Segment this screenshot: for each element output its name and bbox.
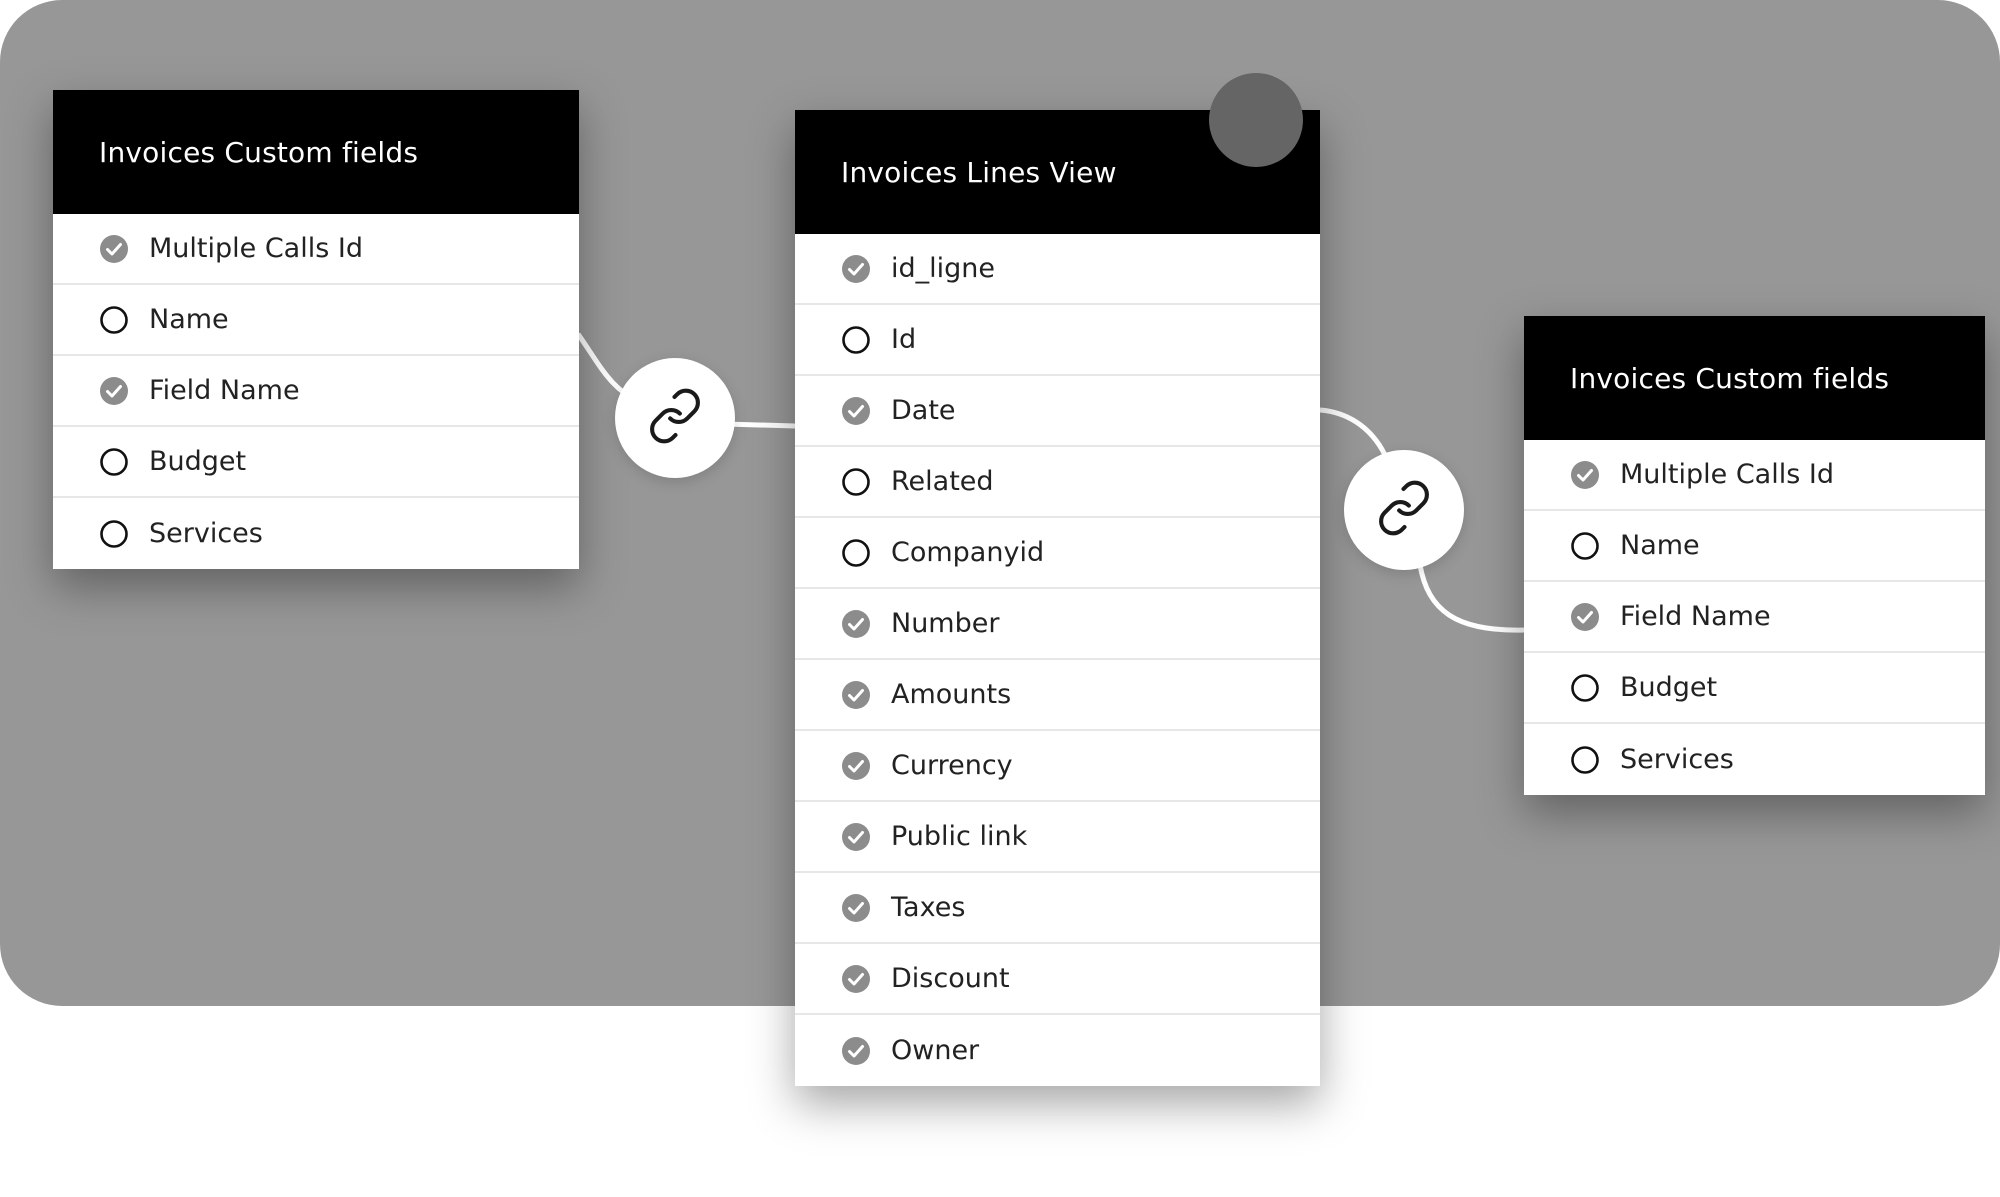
right-card-title: Invoices Custom fields — [1570, 361, 1890, 395]
field-row[interactable]: Currency — [795, 731, 1320, 802]
check-circle-icon[interactable] — [1570, 602, 1600, 632]
field-label: Public link — [891, 821, 1028, 852]
empty-circle-icon[interactable] — [1570, 673, 1600, 703]
field-label: Budget — [1620, 672, 1718, 703]
check-circle-icon[interactable] — [841, 254, 871, 284]
field-row[interactable]: Field Name — [1524, 582, 1985, 653]
field-row[interactable]: Field Name — [53, 356, 579, 427]
field-row[interactable]: Name — [53, 285, 579, 356]
field-label: Number — [891, 608, 1000, 639]
field-row[interactable]: Companyid — [795, 518, 1320, 589]
field-row[interactable]: Amounts — [795, 660, 1320, 731]
field-label: Discount — [891, 963, 1010, 994]
field-label: Companyid — [891, 537, 1045, 568]
field-label: Name — [149, 304, 229, 335]
field-row[interactable]: id_ligne — [795, 234, 1320, 305]
left-card-header: Invoices Custom fields — [53, 90, 579, 214]
right-table-card: Invoices Custom fields Multiple Calls Id… — [1524, 316, 1985, 795]
field-row[interactable]: Budget — [53, 427, 579, 498]
center-card-title: Invoices Lines View — [841, 155, 1117, 189]
left-table-card: Invoices Custom fields Multiple Calls Id… — [53, 90, 579, 569]
empty-circle-icon[interactable] — [841, 538, 871, 568]
field-label: Name — [1620, 530, 1700, 561]
left-card-title: Invoices Custom fields — [99, 135, 419, 169]
field-label: Related — [891, 466, 994, 497]
empty-circle-icon[interactable] — [1570, 745, 1600, 775]
field-row[interactable]: Public link — [795, 802, 1320, 873]
right-card-header: Invoices Custom fields — [1524, 316, 1985, 440]
link-button-right[interactable] — [1344, 450, 1464, 570]
empty-circle-icon[interactable] — [99, 305, 129, 335]
link-icon — [646, 387, 704, 449]
field-row[interactable]: Taxes — [795, 873, 1320, 944]
field-row[interactable]: Budget — [1524, 653, 1985, 724]
field-row[interactable]: Services — [1524, 724, 1985, 795]
field-label: Multiple Calls Id — [149, 233, 363, 264]
field-row[interactable]: Services — [53, 498, 579, 569]
check-circle-icon[interactable] — [841, 1036, 871, 1066]
check-circle-icon[interactable] — [841, 822, 871, 852]
field-label: Id — [891, 324, 917, 355]
field-row[interactable]: Name — [1524, 511, 1985, 582]
field-row[interactable]: Multiple Calls Id — [53, 214, 579, 285]
empty-circle-icon[interactable] — [1570, 531, 1600, 561]
link-icon — [1375, 479, 1433, 541]
field-label: Date — [891, 395, 956, 426]
check-circle-icon[interactable] — [1570, 460, 1600, 490]
check-circle-icon[interactable] — [841, 893, 871, 923]
field-label: Field Name — [149, 375, 300, 406]
field-label: Multiple Calls Id — [1620, 459, 1834, 490]
empty-circle-icon[interactable] — [99, 447, 129, 477]
empty-circle-icon[interactable] — [841, 467, 871, 497]
empty-circle-icon[interactable] — [99, 519, 129, 549]
link-button-left[interactable] — [615, 358, 735, 478]
field-label: Field Name — [1620, 601, 1771, 632]
field-row[interactable]: Owner — [795, 1015, 1320, 1086]
field-label: Services — [1620, 744, 1734, 775]
status-dot — [1209, 73, 1303, 167]
field-label: id_ligne — [891, 253, 996, 284]
field-row[interactable]: Discount — [795, 944, 1320, 1015]
empty-circle-icon[interactable] — [841, 325, 871, 355]
field-label: Budget — [149, 446, 247, 477]
field-label: Services — [149, 518, 263, 549]
field-label: Currency — [891, 750, 1013, 781]
check-circle-icon[interactable] — [841, 396, 871, 426]
check-circle-icon[interactable] — [99, 376, 129, 406]
field-label: Taxes — [891, 892, 966, 923]
check-circle-icon[interactable] — [841, 680, 871, 710]
check-circle-icon[interactable] — [99, 234, 129, 264]
check-circle-icon[interactable] — [841, 964, 871, 994]
check-circle-icon[interactable] — [841, 609, 871, 639]
field-row[interactable]: Date — [795, 376, 1320, 447]
field-label: Amounts — [891, 679, 1012, 710]
field-label: Owner — [891, 1035, 980, 1066]
field-row[interactable]: Id — [795, 305, 1320, 376]
field-row[interactable]: Number — [795, 589, 1320, 660]
field-row[interactable]: Multiple Calls Id — [1524, 440, 1985, 511]
field-row[interactable]: Related — [795, 447, 1320, 518]
check-circle-icon[interactable] — [841, 751, 871, 781]
